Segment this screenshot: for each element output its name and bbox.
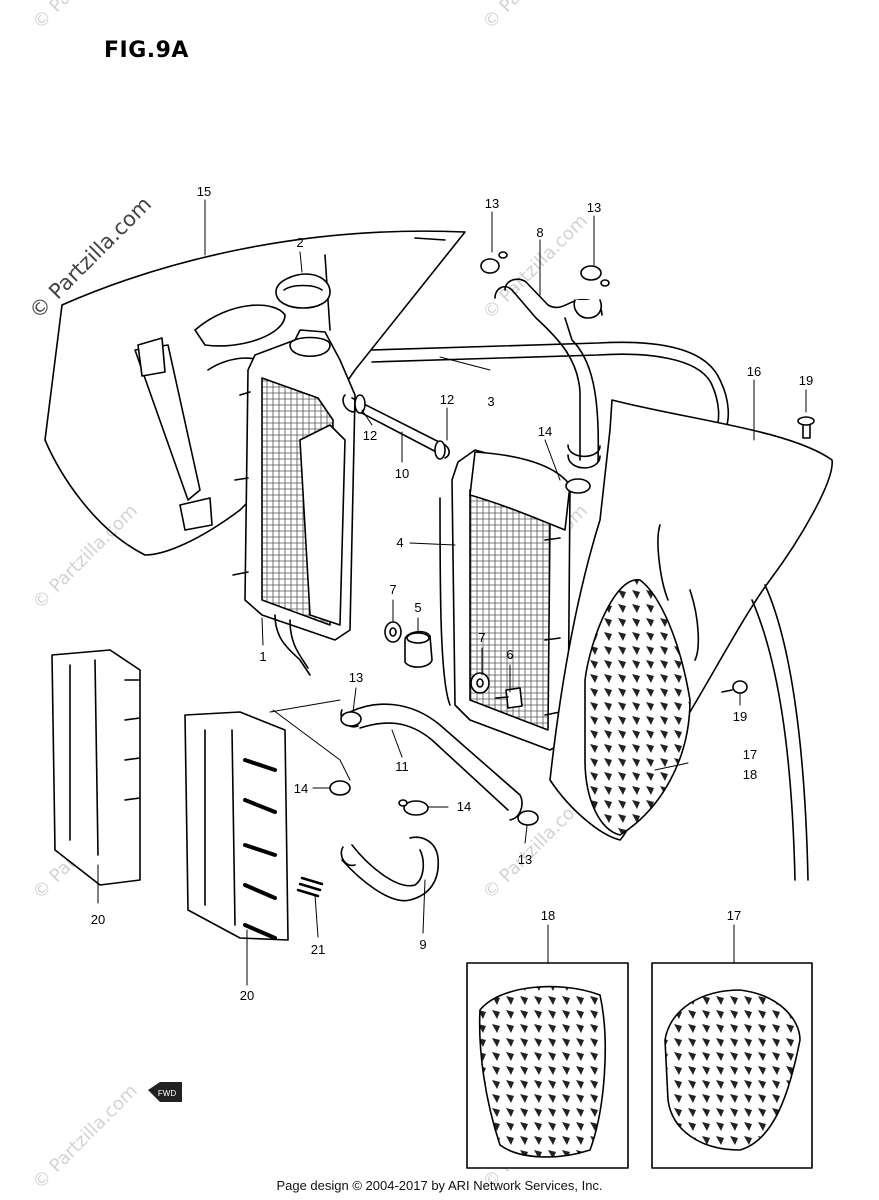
callout-leader-lines [97, 199, 807, 986]
washer-7-left [384, 621, 402, 643]
callout: 13 [349, 670, 363, 685]
callout: 4 [396, 535, 403, 550]
callout: 3 [487, 394, 494, 409]
washer-7-right [470, 672, 490, 694]
watermark: © Partzilla.com [29, 500, 142, 613]
callout: 20 [91, 912, 105, 927]
callout: 21 [311, 942, 325, 957]
callout: 1 [259, 649, 266, 664]
radiator-shroud-left [44, 230, 466, 556]
callout: 5 [414, 600, 421, 615]
callout: 14 [294, 781, 308, 796]
mounting-grommet-5 [404, 630, 433, 668]
clamp-12-left [354, 394, 366, 414]
callout: 8 [536, 225, 543, 240]
radiator-guard-20-right [184, 711, 289, 941]
callout: 12 [363, 428, 377, 443]
callout: 14 [457, 799, 471, 814]
callout: 7 [478, 630, 485, 645]
callout: 13 [587, 200, 601, 215]
callout: 14 [538, 424, 552, 439]
radiator-left [232, 329, 356, 676]
callout: 20 [240, 988, 254, 1003]
callout: 17 [743, 747, 757, 762]
hose-clamp-14-a [329, 780, 351, 796]
watermark: © Partzilla.com [479, 0, 592, 34]
callout-labels: 15 2 13 8 13 3 16 19 12 12 10 14 4 7 5 7… [91, 184, 813, 1003]
breather-tube [371, 341, 730, 431]
callout: 13 [518, 852, 532, 867]
connecting-hose-upper [342, 394, 450, 459]
radiator-right [439, 449, 571, 751]
hose-clamp-14-b [398, 799, 429, 816]
radiator-shroud-right [549, 399, 833, 881]
hose-clamp-14-c [565, 478, 591, 494]
bolt-6 [495, 687, 523, 709]
callout: 15 [197, 184, 211, 199]
shroud-plate-assembly [584, 579, 691, 836]
radiator-cap [275, 273, 331, 309]
callout: 13 [485, 196, 499, 211]
detail-box-17 [651, 962, 813, 1169]
water-hose [340, 836, 439, 902]
fwd-label: FWD [158, 1089, 176, 1098]
radiator-guard-20-left [51, 649, 141, 886]
callout: 10 [395, 466, 409, 481]
hose-clamp-13-d [517, 810, 539, 826]
callout: 12 [440, 392, 454, 407]
callout: 11 [395, 759, 409, 774]
detail-box-18 [466, 962, 629, 1169]
radiator-hose-upper [494, 278, 603, 469]
hose-clamp-13-c [340, 711, 362, 727]
callout: 16 [747, 364, 761, 379]
callout: 6 [506, 647, 513, 662]
watermark-main: © Partzilla.com [25, 192, 157, 324]
callout: 9 [419, 937, 426, 952]
page-footer-copyright: Page design © 2004-2017 by ARI Network S… [276, 1178, 603, 1193]
watermark: © Partzilla.com [29, 0, 142, 34]
forward-arrow-icon: FWD [148, 1082, 182, 1102]
callout: 19 [733, 709, 747, 724]
hose-clamp-13-a [480, 251, 508, 274]
watermark: © Partzilla.com [29, 1080, 142, 1193]
callout: 2 [296, 235, 303, 250]
screw-19-upper [797, 416, 815, 439]
screw-19-lower [721, 680, 748, 694]
hose-clamp-13-b [580, 265, 610, 287]
figure-title: FIG.9A [104, 38, 189, 63]
callout: 19 [799, 373, 813, 388]
spring-21 [296, 876, 324, 898]
callout: 7 [389, 582, 396, 597]
callout: 18 [743, 767, 757, 782]
callout: 18 [541, 908, 555, 923]
clamp-12-right [434, 440, 446, 460]
callout: 17 [727, 908, 741, 923]
